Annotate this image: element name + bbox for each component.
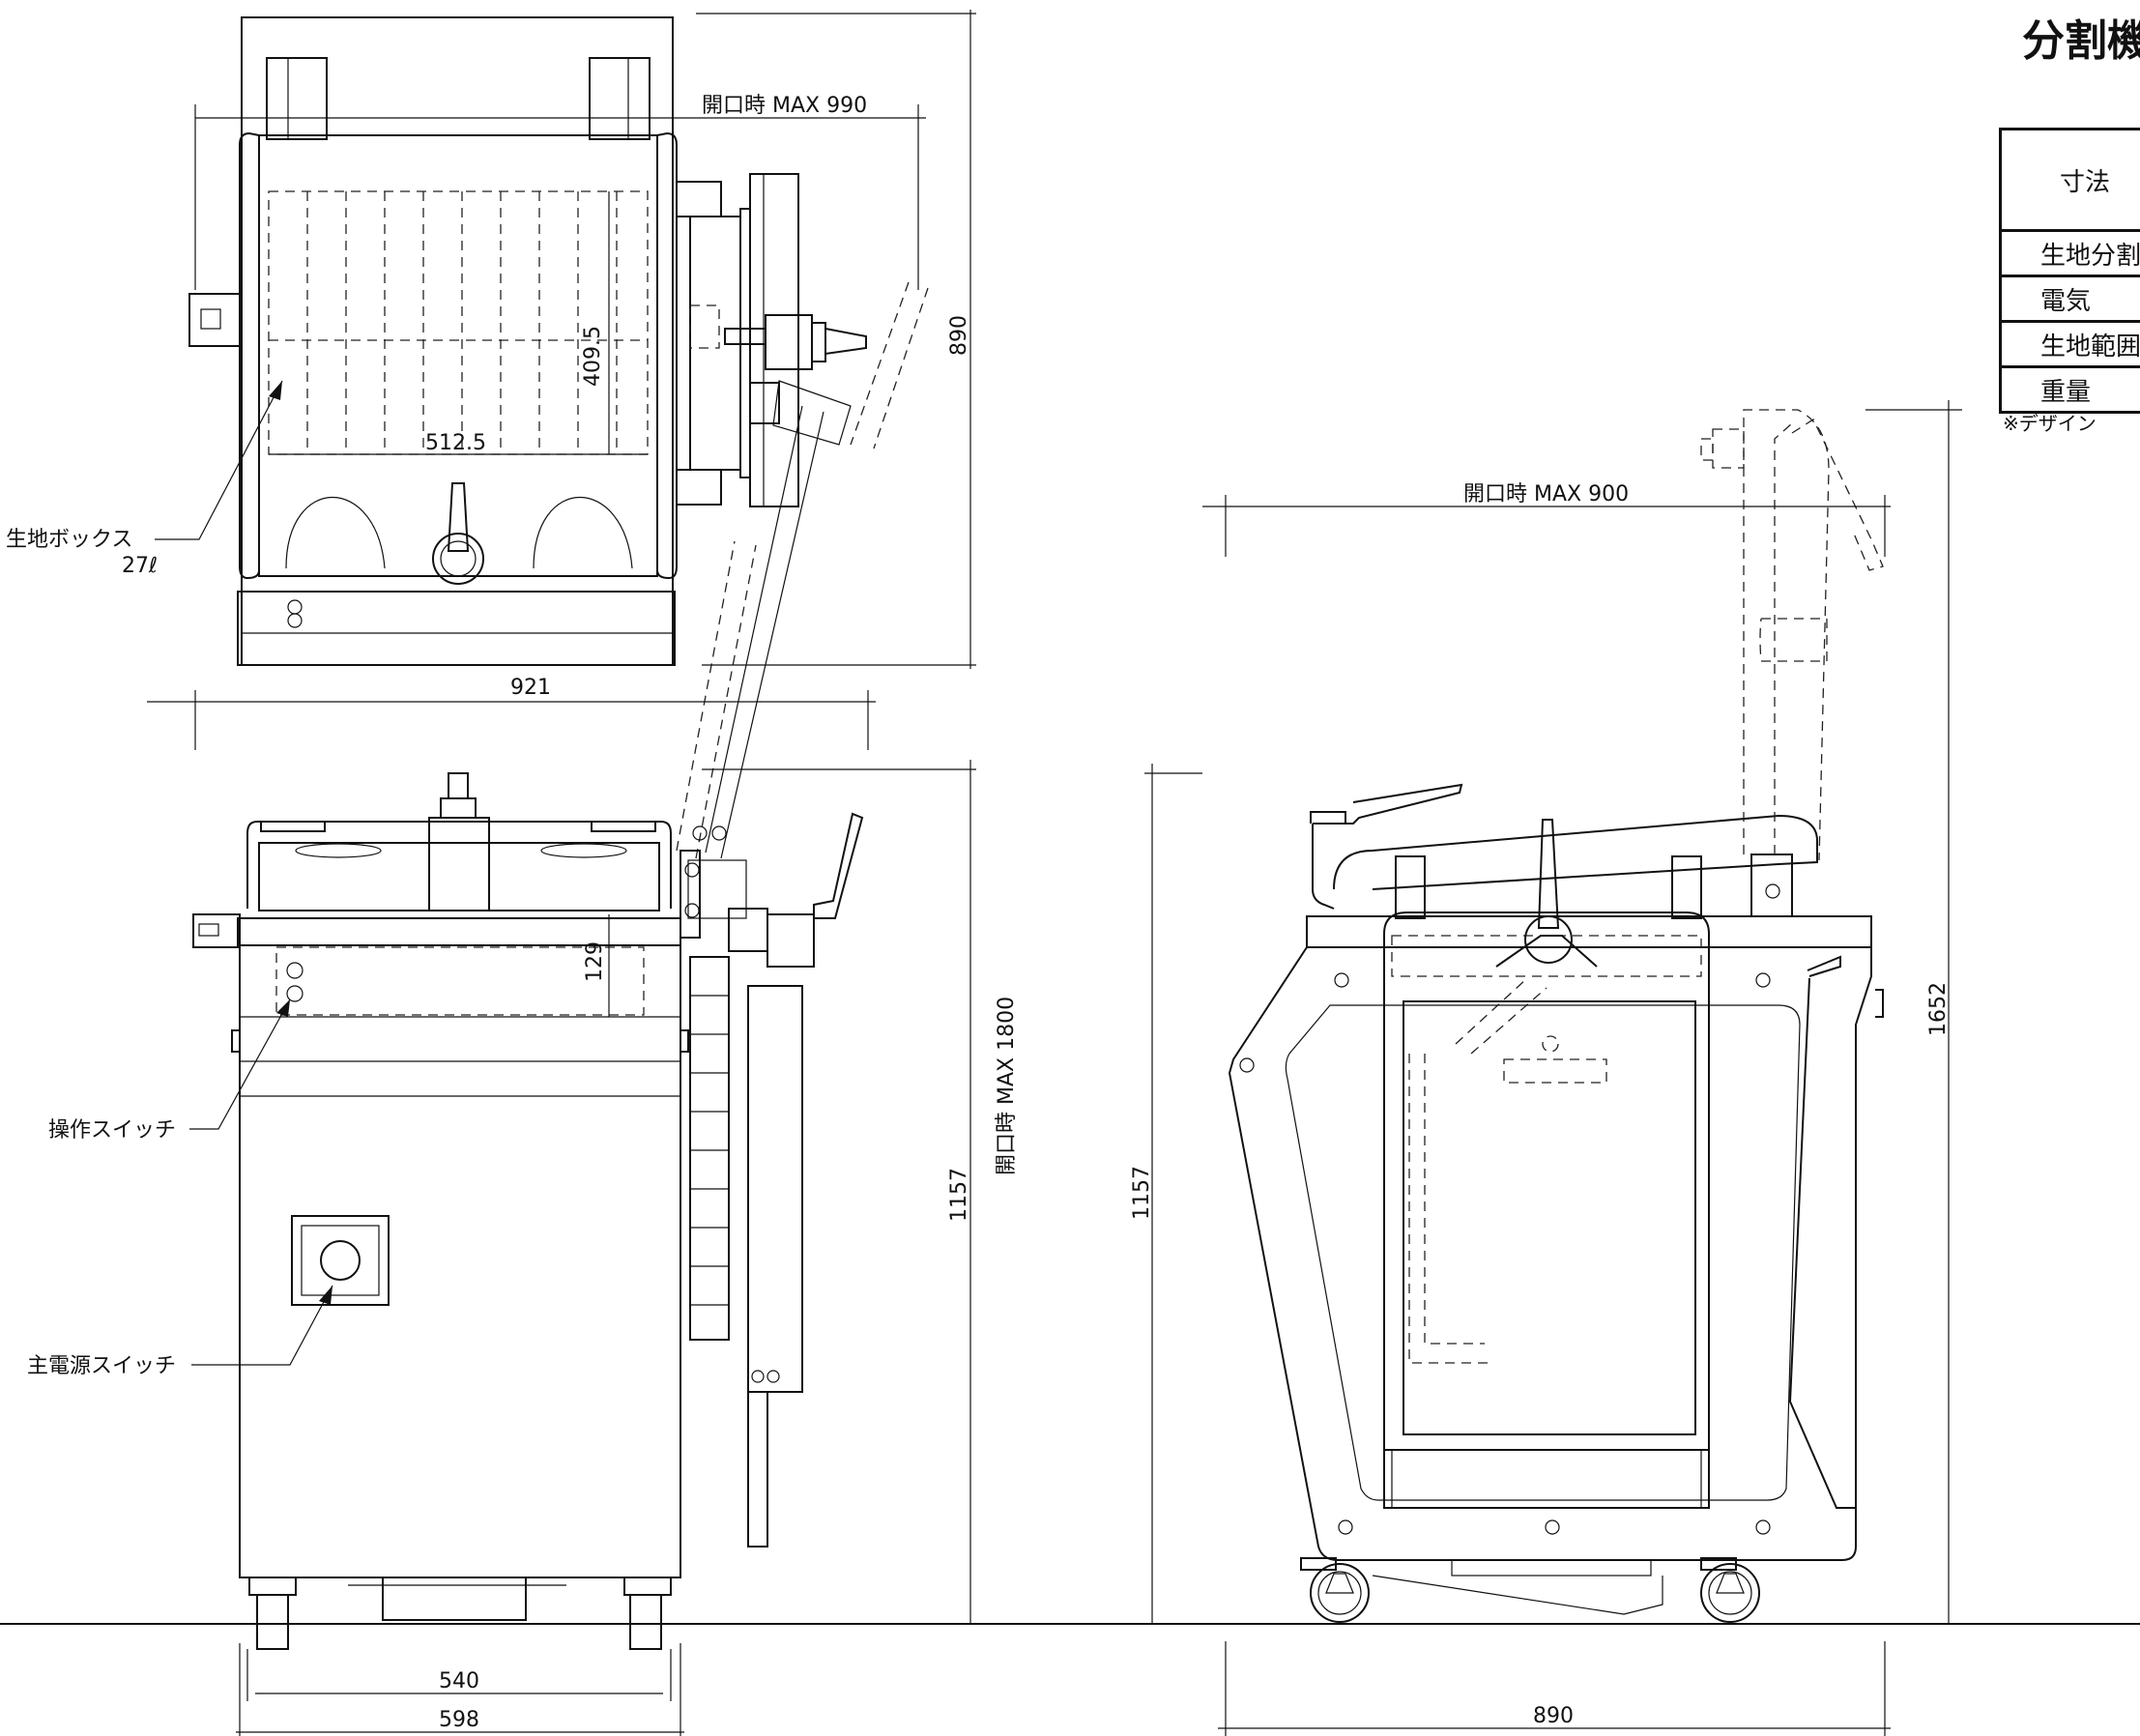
dim-panel-height: 129 (583, 941, 607, 982)
panel-title: 分割機 (2022, 16, 2140, 66)
spec-row-electricity: 電気 (1999, 275, 2140, 323)
dim-side-height: 1157 (1130, 1166, 1154, 1220)
dim-front-inner-width: 540 (439, 1669, 479, 1693)
design-note: ※デザイン (2003, 412, 2097, 435)
spec-row-dough-range: 生地範囲 (1999, 320, 2140, 368)
dim-front-width: 598 (439, 1708, 479, 1732)
label-main-power-switch: 主電源スイッチ (27, 1354, 176, 1378)
front-view: 操作スイッチ 主電源スイッチ 開口時 MAX 1800 1157 129 540… (27, 760, 1019, 1736)
top-view: 生地ボックス 27ℓ 開口時 MAX 990 890 409.5 512.5 9… (6, 10, 976, 859)
dim-top-depth: 890 (947, 315, 971, 356)
dim-top-width: 921 (510, 676, 551, 700)
spec-table: 寸法 生地分割 電気 生地範囲 重量 (1999, 128, 2140, 414)
label-operation-switch: 操作スイッチ (48, 1118, 176, 1143)
spec-row-dimensions: 寸法 (1999, 128, 2140, 232)
label-dough-box-capacity: 27ℓ (122, 554, 158, 578)
label-dough-box: 生地ボックス (6, 528, 132, 552)
dim-side-total-height: 1652 (1926, 982, 1951, 1036)
dim-inner-width: 512.5 (425, 431, 486, 455)
dim-total-open-max: 開口時 MAX 1800 (995, 997, 1019, 1175)
dim-side-width: 890 (1533, 1704, 1574, 1728)
dim-inner-depth: 409.5 (581, 326, 605, 387)
dim-front-height: 1157 (947, 1168, 971, 1222)
spec-row-dough-division: 生地分割 (1999, 229, 2140, 277)
dim-side-open-max: 開口時 MAX 900 (1463, 482, 1629, 506)
spec-row-weight: 重量 (1999, 365, 2140, 414)
side-view: 開口時 MAX 900 1652 1157 890 (1130, 400, 1962, 1736)
dim-top-open-max: 開口時 MAX 990 (702, 94, 867, 118)
